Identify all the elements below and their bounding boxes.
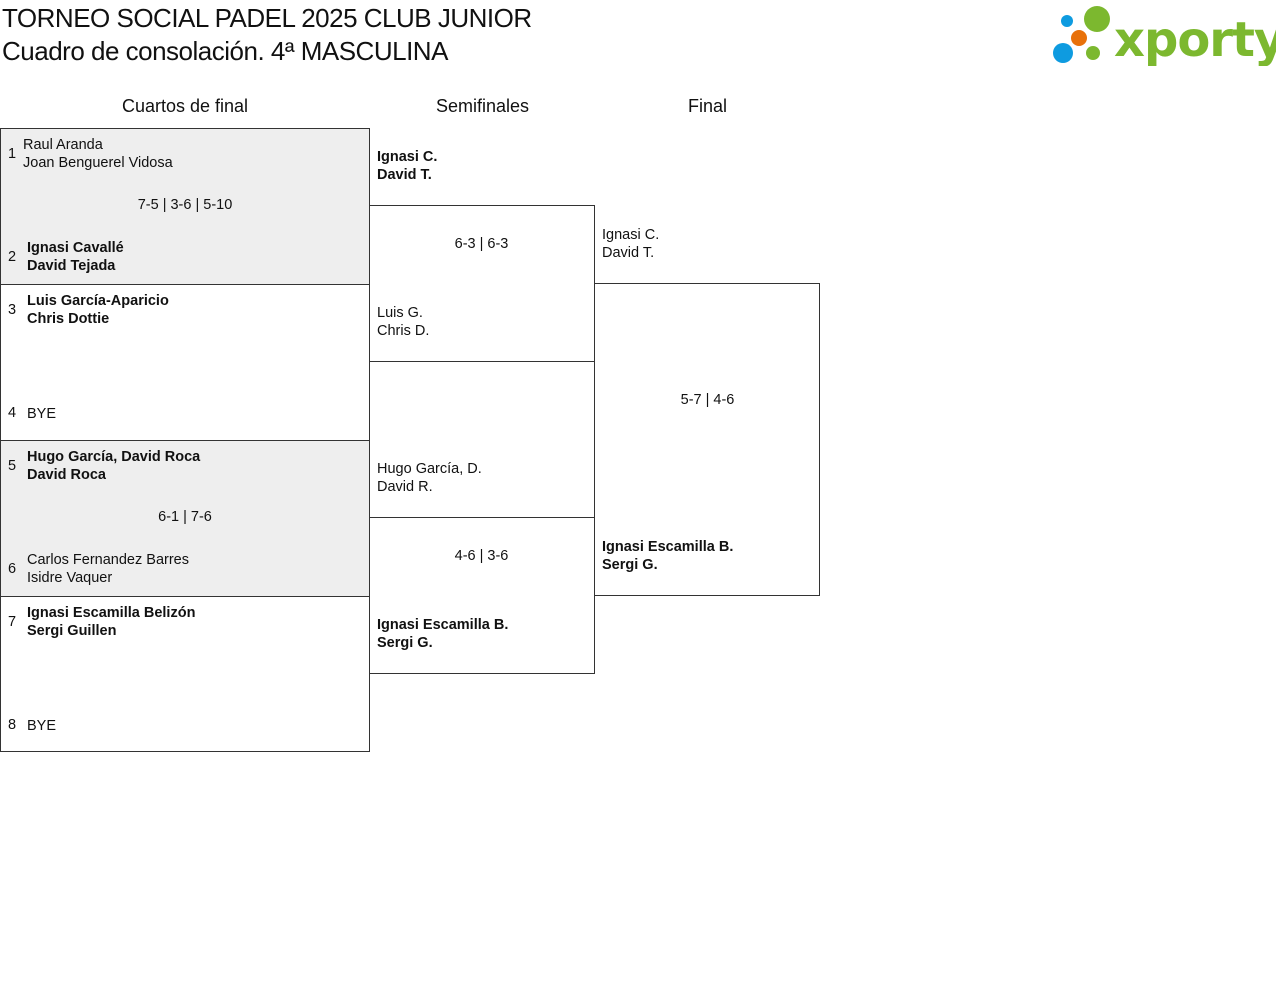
player-name: David Roca (27, 467, 106, 483)
player-name: Ignasi C. (377, 149, 438, 165)
seed-number: 5 (8, 458, 17, 474)
seed-number: 7 (8, 614, 17, 630)
final-match: 5-7 | 4-6 (594, 283, 820, 596)
seed-number: 6 (8, 561, 17, 577)
player-name: Luis García-Aparicio (27, 293, 169, 309)
player-name: Raul Aranda (23, 137, 103, 153)
player-name: Hugo García, D. (377, 461, 482, 477)
player-name: Chris Dottie (27, 311, 110, 327)
player-name: Joan Benguerel Vidosa (23, 155, 173, 171)
player-name: Isidre Vaquer (27, 570, 113, 586)
svg-text:xporty: xporty (1114, 12, 1276, 66)
seed-number: 8 (8, 717, 17, 733)
match-score: 5-7 | 4-6 (680, 392, 735, 408)
player-name: Ignasi Escamilla B. (602, 539, 734, 555)
player-name: Hugo García, David Roca (27, 449, 201, 465)
player-name: David R. (377, 479, 433, 495)
player-name: Chris D. (377, 323, 430, 339)
xporty-logo: xporty (1052, 4, 1280, 68)
player-name: Ignasi Escamilla B. (377, 617, 509, 633)
player-name: David T. (602, 245, 655, 261)
quarterfinal-match-2: 3 Luis García-Aparicio Chris Dottie 4 BY… (0, 284, 370, 441)
match-score: 6-3 | 6-3 (454, 236, 509, 252)
player-name: David Tejada (27, 258, 116, 274)
seed-number: 2 (8, 249, 17, 265)
tournament-title: TORNEO SOCIAL PADEL 2025 CLUB JUNIOR (2, 3, 532, 33)
quarterfinal-match-4: 7 Ignasi Escamilla Belizón Sergi Guillen… (0, 596, 370, 752)
round-header-final: Final (687, 96, 727, 116)
seed-number: 4 (8, 405, 17, 421)
seed-number: 3 (8, 302, 17, 318)
quarterfinal-match-1: 1 Raul Aranda Joan Benguerel Vidosa 7-5 … (0, 128, 370, 285)
round-header-semifinals: Semifinales (435, 96, 530, 116)
match-score: 7-5 | 3-6 | 5-10 (137, 197, 233, 213)
match-score: 6-1 | 7-6 (158, 509, 212, 525)
player-name: Luis G. (377, 305, 423, 321)
player-name: BYE (27, 406, 57, 422)
seed-number: 1 (8, 146, 17, 162)
player-name: Sergi Guillen (27, 623, 117, 639)
player-name: BYE (27, 718, 57, 734)
player-name: Sergi G. (602, 557, 658, 573)
player-name: Ignasi Escamilla Belizón (27, 605, 196, 621)
player-name: Ignasi Cavallé (27, 240, 124, 256)
round-header-quarterfinals: Cuartos de final (121, 96, 249, 116)
player-name: David T. (377, 167, 432, 183)
quarterfinal-match-3: 5 Hugo García, David Roca David Roca 6-1… (0, 440, 370, 597)
match-score: 4-6 | 3-6 (454, 548, 509, 564)
draw-subtitle: Cuadro de consolación. 4ª MASCULINA (2, 36, 448, 66)
player-name: Sergi G. (377, 635, 433, 651)
player-name: Carlos Fernandez Barres (27, 552, 189, 568)
player-name: Ignasi C. (602, 227, 660, 243)
